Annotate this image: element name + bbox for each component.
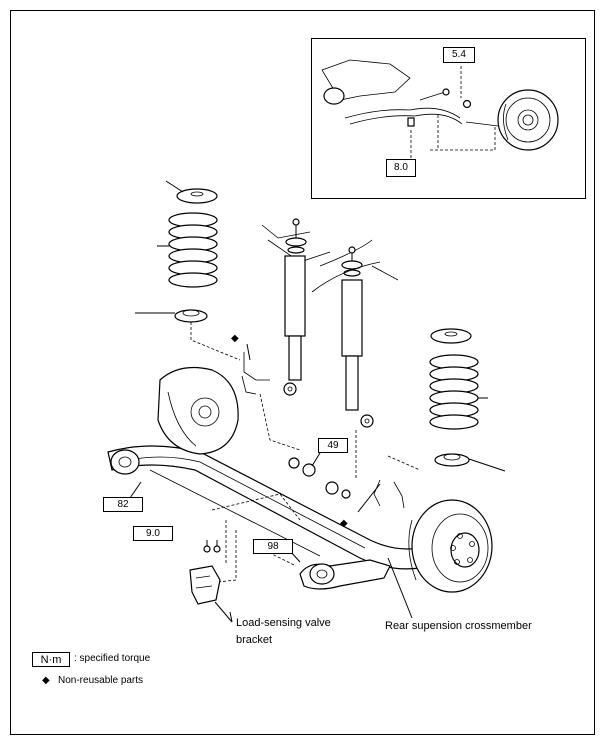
label-bracket: bracket: [236, 634, 273, 646]
crossmember-leader: [387, 557, 413, 619]
legend-unit-text: : specified torque: [74, 653, 151, 664]
left-shock-absorber: [261, 218, 373, 396]
brake-line-inset: [311, 38, 586, 199]
torque-bushing: 49: [318, 438, 348, 453]
torque-inset-top: 5.4: [443, 47, 475, 63]
bracket-leader: [229, 611, 233, 623]
legend-unit-box: N·m: [32, 652, 70, 667]
left-spring-assembly: [135, 180, 241, 361]
valve-bracket: [189, 540, 233, 623]
label-load-sensing-valve: Load-sensing valve: [236, 617, 331, 629]
legend-diamond-symbol: ◆: [42, 675, 50, 686]
legend-nonreusable-text: Non-reusable parts: [58, 675, 144, 686]
label-rear-crossmember: Rear supension crossmember: [385, 620, 532, 632]
torque-inset-bottom: 8.0: [386, 159, 416, 177]
nonreusable-marker-brake-line: ◆: [340, 518, 348, 529]
right-shock-absorber: [311, 246, 399, 428]
torque-valve-bracket-bolt: 9.0: [133, 526, 173, 541]
torque-trailing-arm: 82: [103, 497, 143, 512]
right-spring-assembly: [429, 328, 506, 472]
nonreusable-marker-brake-hose: ◆: [231, 333, 239, 344]
axle-beam: [107, 352, 493, 593]
diagram-frame: [10, 10, 595, 735]
torque-crossmember: 98: [253, 539, 293, 554]
inset-drawing: [321, 59, 559, 160]
